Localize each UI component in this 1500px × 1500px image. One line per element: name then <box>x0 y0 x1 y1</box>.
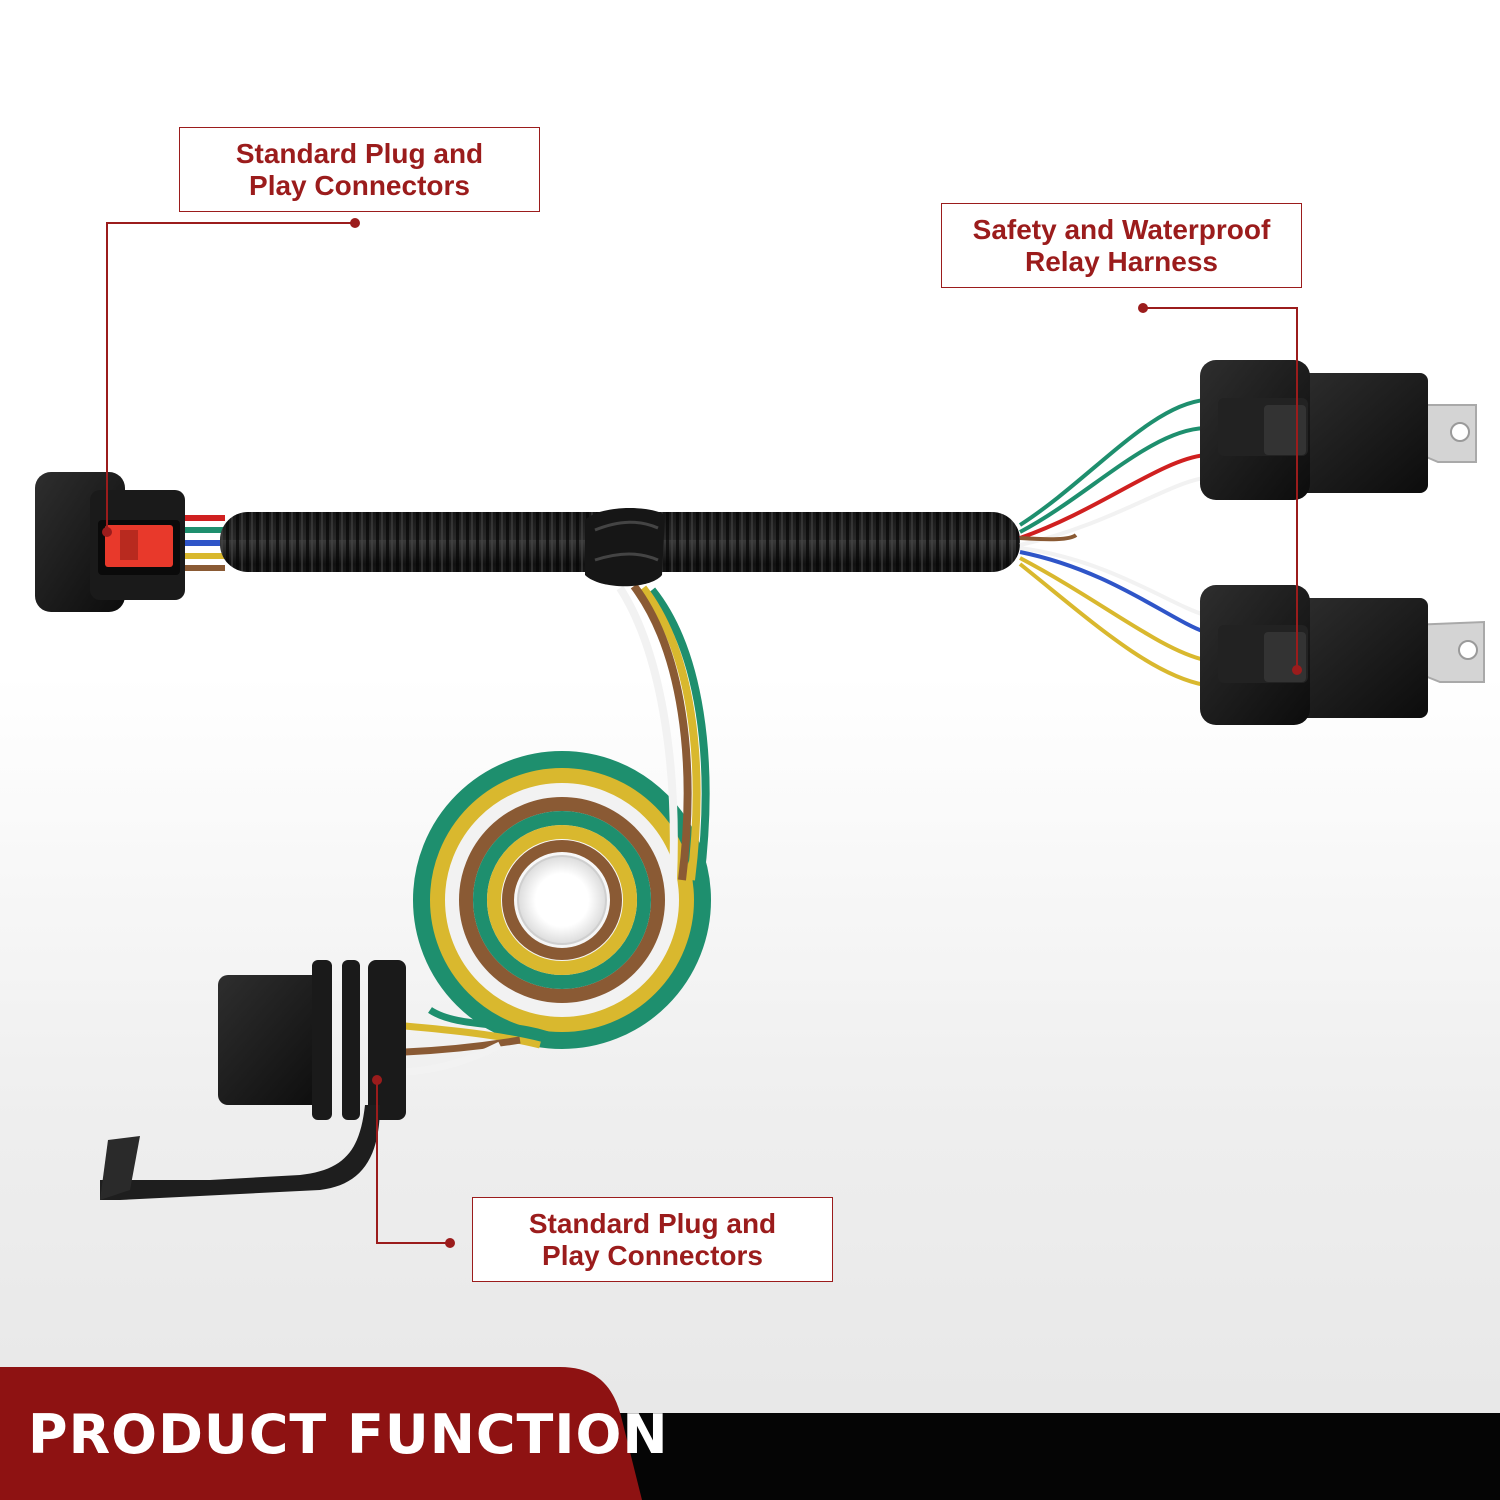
callout-text-line1: Safety and Waterproof <box>972 213 1271 245</box>
relay-top <box>1200 360 1477 500</box>
coiled-flat-wire <box>413 751 711 1049</box>
relay-clip-bottom <box>1264 632 1306 682</box>
callout-leaders <box>106 222 1298 1244</box>
red-lock-tab <box>105 525 173 567</box>
corrugated-conduit <box>220 508 1020 587</box>
flat-wire-to-bottom-plug <box>404 1006 562 1076</box>
callout-text-line2: Play Connectors <box>542 1239 763 1271</box>
callout-relay-harness: Safety and Waterproof Relay Harness <box>941 203 1302 288</box>
left-connector-wires <box>180 515 225 571</box>
callout-plug-connectors-top: Standard Plug and Play Connectors <box>179 127 540 212</box>
callout-text-line1: Standard Plug and <box>235 137 484 169</box>
footer-title: PRODUCT FUNCTION <box>28 1403 669 1466</box>
callout-text-line2: Relay Harness <box>1024 245 1218 277</box>
callout-text-line1: Standard Plug and <box>528 1207 777 1239</box>
footer-bar <box>0 1367 1500 1500</box>
relay-bottom <box>1200 585 1485 725</box>
left-plug-connector <box>35 472 185 612</box>
callout-plug-connectors-bottom: Standard Plug and Play Connectors <box>472 1197 833 1282</box>
flat-wire-lead <box>616 583 710 881</box>
relay-wires <box>1018 398 1206 687</box>
dust-cap <box>100 1105 380 1200</box>
callout-dots <box>102 218 1302 1248</box>
relay-clip-top <box>1264 405 1306 455</box>
callout-text-line2: Play Connectors <box>249 169 470 201</box>
junction-tape <box>585 508 665 587</box>
bottom-plug-connector <box>100 960 406 1200</box>
